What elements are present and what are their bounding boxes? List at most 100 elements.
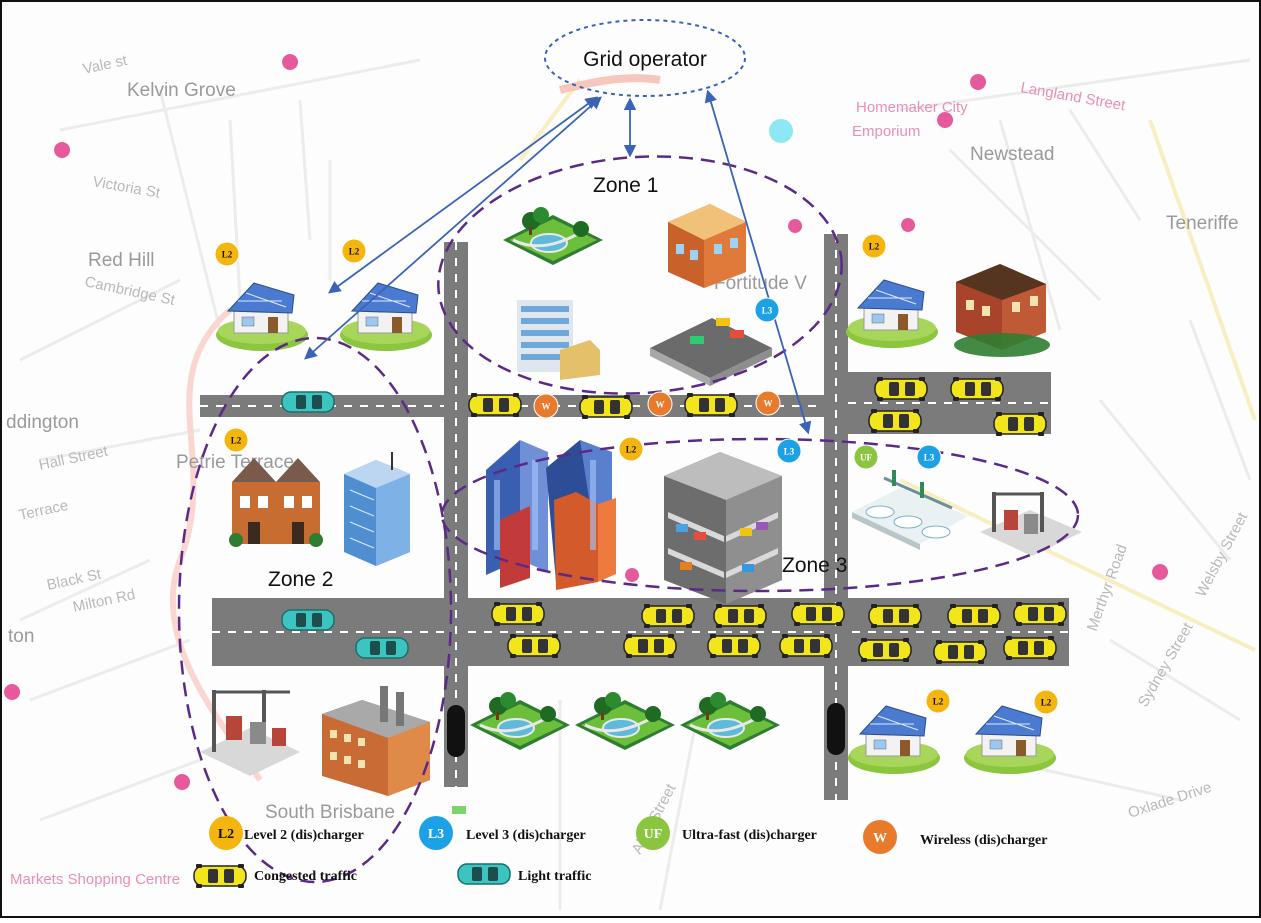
link-to-zone-3 bbox=[704, 89, 812, 435]
l3-badge-text: L3 bbox=[784, 447, 795, 457]
l2-badge-text: L2 bbox=[869, 242, 880, 252]
map-label: Teneriffe bbox=[1166, 213, 1239, 234]
legend-congested-label: Congested traffic bbox=[254, 869, 357, 884]
congested-car-icon bbox=[933, 639, 987, 665]
l2-badge-text: L2 bbox=[1041, 698, 1052, 708]
legend-uf-badge: UF bbox=[644, 827, 663, 842]
zone-1-label: Zone 1 bbox=[593, 174, 658, 197]
zone-3-label: Zone 3 bbox=[782, 554, 847, 577]
legend-w-label: Wireless (dis)charger bbox=[920, 833, 1047, 848]
legend: L2 Level 2 (dis)charger L3 Level 3 (dis)… bbox=[193, 816, 1047, 889]
city-skyline-icon bbox=[486, 440, 616, 590]
map-label: Petrie Terrace bbox=[176, 452, 294, 473]
map-label: ddington bbox=[6, 412, 79, 433]
congested-car-icon bbox=[868, 408, 922, 434]
zone-3-boundary bbox=[440, 437, 1080, 593]
legend-item-l3: L3 Level 3 (dis)charger bbox=[419, 816, 586, 850]
substation-icon bbox=[980, 492, 1082, 556]
zone-2-boundary bbox=[177, 336, 453, 884]
l2-charger-badge: L2 bbox=[861, 233, 887, 259]
legend-uf-label: Ultra-fast (dis)charger bbox=[682, 828, 817, 843]
grid-operator-label: Grid operator bbox=[583, 48, 707, 71]
legend-l2-label: Level 2 (dis)charger bbox=[244, 828, 364, 843]
map-label: Red Hill bbox=[88, 250, 155, 271]
legend-light-label: Light traffic bbox=[518, 869, 591, 884]
l3-charger-badge: L3 bbox=[776, 438, 802, 464]
w-charger-badge: W bbox=[647, 391, 673, 417]
congested-car-icon bbox=[1013, 601, 1067, 627]
map-label: ton bbox=[8, 626, 34, 647]
l2-charger-badge: L2 bbox=[341, 238, 367, 264]
map-label: Homemaker City bbox=[856, 99, 968, 116]
glass-tower-icon bbox=[344, 452, 410, 566]
l2-badge-text: L2 bbox=[626, 445, 637, 455]
congested-car-icon bbox=[1003, 635, 1057, 661]
legend-item-uf: UF Ultra-fast (dis)charger bbox=[636, 816, 817, 850]
l2-charger-badge: L2 bbox=[223, 427, 249, 453]
uf-badge-text: UF bbox=[860, 453, 872, 463]
w-badge-text: W bbox=[656, 400, 665, 410]
congested-car-icon bbox=[779, 633, 833, 659]
light-car-icon bbox=[355, 637, 409, 659]
congested-car-icon bbox=[623, 633, 677, 659]
legend-l3-badge: L3 bbox=[428, 827, 444, 842]
congested-car-icon bbox=[579, 394, 633, 420]
legend-item-w: W Wireless (dis)charger bbox=[863, 820, 1047, 854]
congested-car-icon bbox=[507, 633, 561, 659]
congested-car-icon bbox=[641, 603, 695, 629]
l2-charger-badge: L2 bbox=[1033, 689, 1059, 715]
light-car-icon bbox=[281, 391, 335, 413]
congested-car-icon bbox=[858, 637, 912, 663]
w-badge-text: W bbox=[764, 399, 773, 409]
congested-car-icon bbox=[468, 392, 522, 418]
congested-car-icon bbox=[491, 601, 545, 627]
townhouse-icon bbox=[229, 458, 323, 547]
l2-charger-badge: L2 bbox=[214, 241, 240, 267]
legend-item-l2: L2 Level 2 (dis)charger bbox=[209, 816, 364, 850]
congested-car-icon bbox=[707, 633, 761, 659]
communication-links bbox=[304, 89, 812, 435]
congested-car-icon bbox=[993, 411, 1047, 437]
l3-charger-badge: L3 bbox=[916, 444, 942, 470]
congested-car-icon bbox=[874, 376, 928, 402]
l2-charger-badge: L2 bbox=[925, 688, 951, 714]
map-label: Markets Shopping Centre bbox=[10, 871, 180, 888]
school-building-icon bbox=[954, 264, 1050, 357]
charging-station-icon bbox=[852, 470, 968, 550]
light-car-icon bbox=[281, 609, 335, 631]
map-label: Newstead bbox=[970, 144, 1055, 165]
map-label: Emporium bbox=[852, 123, 920, 140]
congested-car-icon bbox=[947, 603, 1001, 629]
link-to-zone-2 bbox=[304, 96, 602, 360]
l2-badge-text: L2 bbox=[231, 436, 242, 446]
l3-badge-text: L3 bbox=[924, 453, 935, 463]
l3-badge-text: L3 bbox=[762, 306, 773, 316]
l2-badge-text: L2 bbox=[933, 697, 944, 707]
substation-icon bbox=[200, 690, 300, 776]
legend-l3-label: Level 3 (dis)charger bbox=[466, 828, 586, 843]
congested-car-icon bbox=[950, 376, 1004, 402]
w-charger-badge: W bbox=[755, 390, 781, 416]
factory-icon bbox=[322, 686, 430, 796]
w-charger-badge: W bbox=[533, 393, 559, 419]
l3-charger-badge: L3 bbox=[754, 297, 780, 323]
grid-operator: Grid operator bbox=[544, 19, 746, 97]
w-badge-text: W bbox=[542, 402, 551, 412]
legend-w-badge: W bbox=[873, 831, 887, 846]
uf-charger-badge: UF bbox=[853, 444, 879, 470]
congested-car-icon bbox=[713, 603, 767, 629]
legend-congested bbox=[193, 863, 247, 889]
l2-charger-badge: L2 bbox=[618, 436, 644, 462]
zone-2-label: Zone 2 bbox=[268, 568, 333, 591]
legend-light bbox=[457, 863, 511, 885]
zone-labels: Zone 1 Zone 2 Zone 3 bbox=[268, 174, 847, 591]
map-label: South Brisbane bbox=[265, 802, 395, 823]
l2-badge-text: L2 bbox=[349, 247, 360, 257]
legend-l2-badge: L2 bbox=[218, 827, 234, 842]
congested-car-icon bbox=[684, 392, 738, 418]
map-label: Kelvin Grove bbox=[127, 80, 236, 101]
l2-badge-text: L2 bbox=[222, 250, 233, 260]
